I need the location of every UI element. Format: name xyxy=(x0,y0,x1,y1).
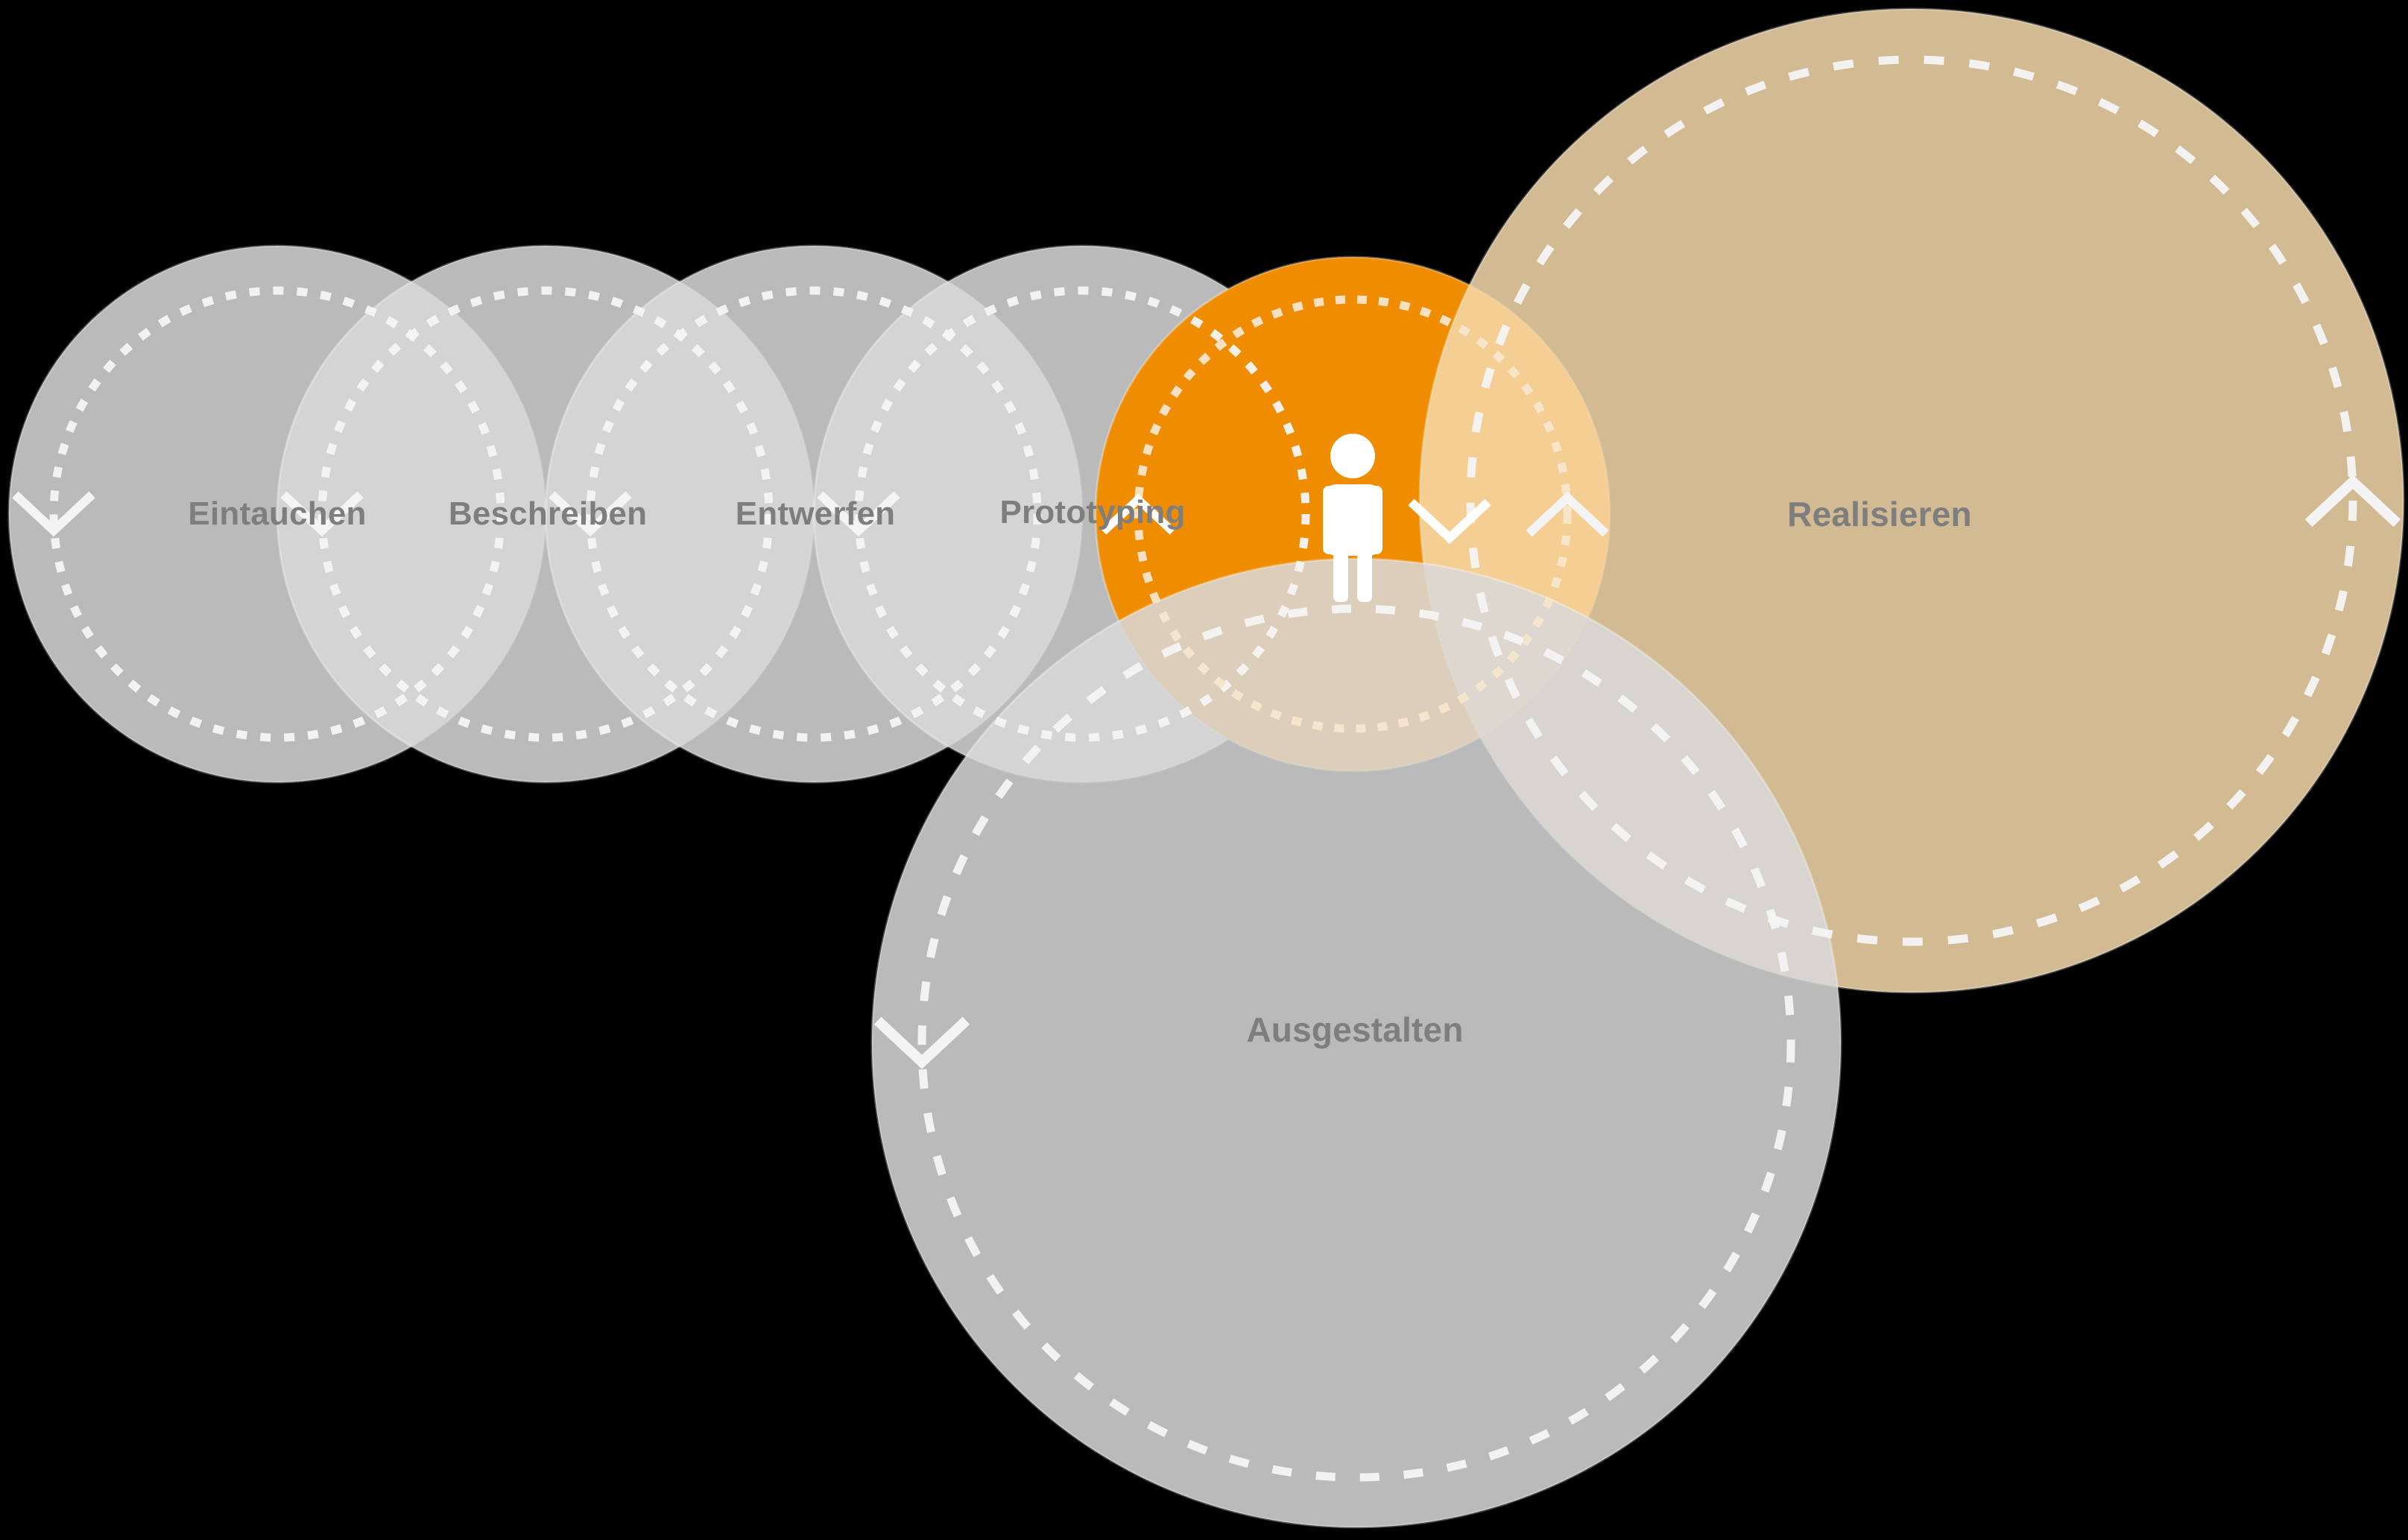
phase-dotted-ring-prototyping xyxy=(854,286,1310,742)
phase-circle-ausgestalten[interactable] xyxy=(870,557,1842,1529)
phase-arrows-layer xyxy=(12,475,2401,1069)
arrow-down-eintauchen xyxy=(12,491,95,537)
person-icon xyxy=(1323,434,1382,602)
arrow-down-prototyping xyxy=(817,491,900,537)
arrow-down-zentrum-right xyxy=(1408,498,1491,545)
arrow-up-zentrum xyxy=(1526,491,1609,537)
person-leg-right xyxy=(1357,547,1372,602)
phase-circles-layer xyxy=(7,7,2405,1529)
arrow-down-entwerfen xyxy=(549,491,632,537)
person-head xyxy=(1330,434,1375,478)
phase-dotted-ring-eintauchen xyxy=(49,286,505,742)
phase-dotted-rings-layer xyxy=(49,55,2357,1482)
phase-dotted-ring-realisieren xyxy=(1466,55,2357,946)
person-arm-right xyxy=(1370,486,1382,554)
arrow-down-ausgestalten xyxy=(873,1016,970,1069)
person-torso xyxy=(1323,484,1382,556)
phase-dotted-ring-zentrum xyxy=(1134,295,1572,733)
person-arm-left xyxy=(1323,486,1336,554)
phase-dotted-ring-entwerfen xyxy=(586,286,1042,742)
arrow-up-realisieren xyxy=(2304,475,2401,527)
arrow-up-zentrum-left xyxy=(1100,493,1176,535)
person-leg-left xyxy=(1333,547,1348,602)
arrow-down-beschreiben xyxy=(280,491,364,537)
phase-dotted-ring-beschreiben xyxy=(317,286,774,742)
phase-dotted-ring-ausgestalten xyxy=(917,604,1795,1482)
